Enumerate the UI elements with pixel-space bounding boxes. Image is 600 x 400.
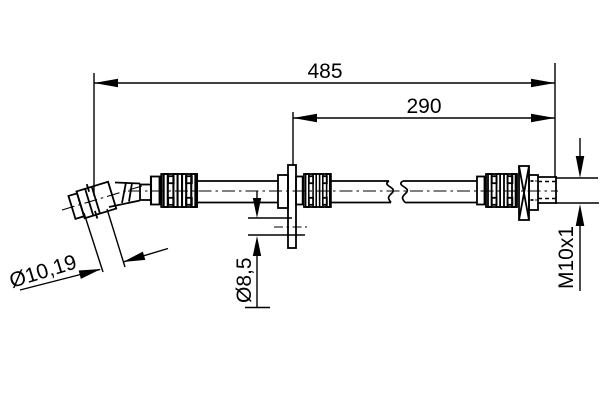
arrowhead-up xyxy=(575,204,585,226)
dimension-dia-8-5 xyxy=(245,191,305,309)
fitting-neck xyxy=(108,181,151,208)
hose-break-symbol xyxy=(386,180,409,204)
dimension-label-485: 485 xyxy=(307,60,342,83)
hose-assembly xyxy=(67,164,557,249)
dimension-m10x1 xyxy=(556,138,599,291)
arrowhead-right xyxy=(531,113,555,123)
dimension-label-dia-8-5: Ø8,5 xyxy=(233,257,256,303)
arrowhead-left-at-right-line xyxy=(123,251,146,262)
arrowhead-up xyxy=(252,236,262,256)
arrowhead-down xyxy=(252,198,262,218)
thread-end-fitting xyxy=(518,165,557,221)
arrowhead-right-at-left-line xyxy=(78,269,101,279)
arrowhead-right xyxy=(531,78,555,88)
dimension-485 xyxy=(93,63,556,196)
centerline-banjo-axis xyxy=(61,185,143,211)
arrowhead-left xyxy=(293,113,317,123)
banjo-fitting xyxy=(67,180,118,221)
dimension-290 xyxy=(292,112,555,165)
extension-line-left xyxy=(83,212,104,273)
hose-tube xyxy=(197,180,477,204)
dimension-dia-10-19 xyxy=(19,208,169,291)
arrowhead-down xyxy=(575,156,585,178)
mounting-bracket xyxy=(277,164,297,249)
arrowhead-left xyxy=(94,78,118,88)
dimension-label-m10x1: M10x1 xyxy=(555,226,578,289)
threaded-tip xyxy=(538,176,557,204)
nut-collar xyxy=(528,174,539,211)
extension-line-right xyxy=(106,208,126,268)
dimension-label-dia-10-19: Ø10,19 xyxy=(7,251,80,293)
dimension-label-290: 290 xyxy=(406,95,441,118)
